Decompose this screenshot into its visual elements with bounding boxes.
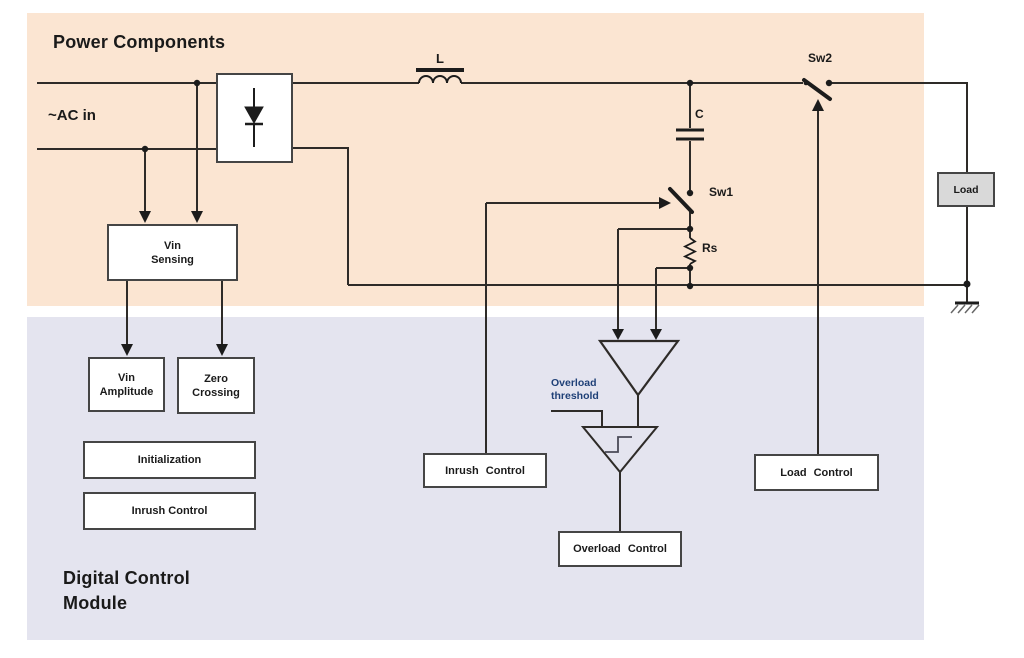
switch-sw1-icon (668, 187, 694, 214)
load-control-block: Load Control (754, 454, 879, 491)
power-section-title: Power Components (53, 32, 226, 52)
switch-sw2-label: Sw2 (808, 51, 833, 65)
wire-sw2-to-load (829, 82, 968, 172)
overload-control-block: Overload Control (558, 531, 682, 567)
overload-threshold-label: Overload threshold (551, 377, 599, 402)
amplifier-icon (597, 339, 681, 397)
digital-section-title: Digital Control Module (63, 568, 190, 613)
inductor-label: L (436, 51, 444, 66)
inrush-control-block: Inrush Control (423, 453, 547, 488)
vin-sensing-block: Vin Sensing (107, 224, 238, 281)
capacitor-label: C (695, 107, 704, 121)
resistor-rs-icon (682, 237, 698, 265)
wire-threshold-in (551, 410, 603, 427)
switch-sw2-icon (802, 78, 832, 101)
inductor-icon (416, 68, 464, 84)
capacitor-icon (676, 128, 704, 141)
comparator-icon (580, 426, 660, 474)
junction-dots (141, 79, 971, 290)
load-block: Load (937, 172, 995, 207)
inrush-control-status-block: Inrush Control (83, 492, 256, 530)
diode-icon (244, 88, 264, 147)
hysteresis-icon (605, 436, 632, 453)
vin-amplitude-block: Vin Amplitude (88, 357, 165, 412)
initialization-block: Initialization (83, 441, 256, 479)
arrowheads (121, 99, 824, 356)
wire-rect-return (293, 147, 349, 285)
sense-resistor-label: Rs (702, 241, 718, 255)
ground-icon (950, 301, 980, 314)
wires (37, 82, 968, 531)
zero-crossing-block: Zero Crossing (177, 357, 255, 414)
ac-in-label: ~AC in (48, 107, 96, 124)
switch-sw1-label: Sw1 (709, 185, 734, 199)
